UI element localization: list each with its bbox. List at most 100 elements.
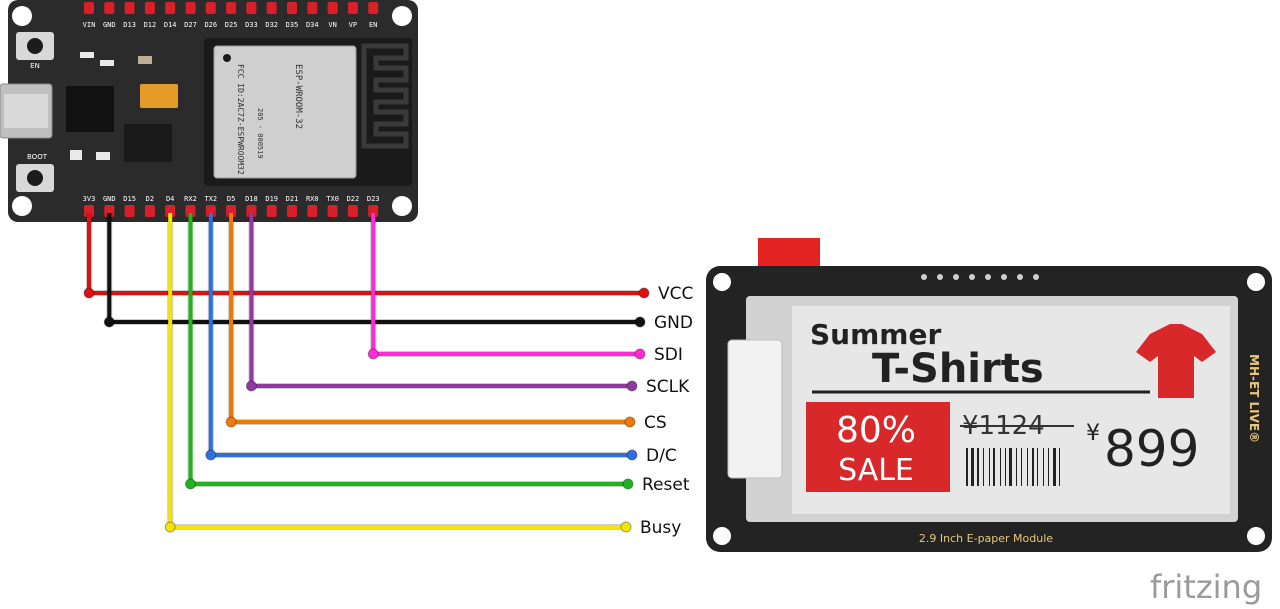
wire-gnd: GND	[103, 213, 693, 333]
tshirt-icon	[1136, 324, 1216, 398]
pin-bottom	[287, 205, 297, 217]
pin-label-bottom: D23	[367, 195, 380, 203]
wire-end	[624, 416, 636, 428]
wire-reset: Reset	[185, 213, 690, 495]
pin-top	[368, 2, 379, 14]
pin-label-bottom: RX0	[306, 195, 319, 203]
pin-top	[205, 2, 216, 14]
pin-top	[84, 2, 94, 14]
pin-top	[226, 2, 237, 14]
en-button-label: EN	[30, 62, 40, 70]
module-name: ESP-WROOM-32	[293, 64, 303, 129]
pin-label-bottom: D22	[347, 195, 360, 203]
pin-bottom	[165, 205, 176, 217]
pin-top	[124, 2, 135, 14]
wire-junction	[164, 521, 176, 533]
pin-bottom	[347, 205, 358, 217]
module-code: 205 - 000519	[256, 108, 264, 159]
pin-top	[165, 2, 176, 14]
pin-label-top: D27	[184, 21, 197, 29]
pin-top	[327, 2, 338, 14]
pin-label-top: D32	[265, 21, 278, 29]
sale-text: SALE	[838, 453, 914, 488]
pin-bottom	[124, 205, 135, 217]
pin-label-top: D13	[123, 21, 136, 29]
signal-label: Reset	[642, 475, 690, 495]
wire-end	[626, 380, 638, 392]
signal-label: SCLK	[646, 377, 690, 397]
pin-label-top: D33	[245, 21, 258, 29]
pin-label-top: D12	[144, 21, 157, 29]
new-price: 899	[1104, 420, 1199, 478]
pin-top	[266, 2, 277, 14]
capacitor	[140, 84, 178, 108]
pin-label-bottom: D2	[146, 195, 154, 203]
module-fcc: FCC ID:2AC7Z-ESPWROOM32	[236, 64, 245, 175]
pin-label-bottom: GND	[103, 195, 116, 203]
pin-top	[246, 2, 257, 14]
pin-label-bottom: D5	[227, 195, 235, 203]
signal-label: CS	[644, 413, 667, 433]
wire-end	[638, 287, 650, 299]
wire-busy: Busy	[164, 213, 681, 538]
brand-label: MH-ET LIVE®	[1247, 354, 1261, 443]
pin-bottom	[226, 205, 237, 217]
pin-top	[144, 2, 155, 14]
wire-end	[620, 521, 632, 533]
screen-line1: Summer	[810, 318, 941, 351]
wire-junction	[83, 287, 95, 299]
discount-text: 80%	[836, 410, 916, 451]
pin-label-top: VP	[349, 21, 357, 29]
pin-bottom	[307, 205, 318, 217]
pin-label-top: EN	[369, 21, 377, 29]
signal-label: GND	[654, 313, 693, 333]
signal-label: SDI	[654, 345, 683, 365]
pin-label-bottom: D18	[245, 195, 258, 203]
pin-top	[287, 2, 297, 14]
epaper-module: Summer T-Shirts 80% SALE ¥1124 ¥ 899 MH-…	[706, 238, 1272, 552]
pin-label-top: VN	[328, 21, 336, 29]
pin-label-top: D25	[225, 21, 238, 29]
wire-junction	[225, 416, 237, 428]
pin-label-top: VIN	[83, 21, 96, 29]
wire-dc: D/C	[205, 213, 677, 466]
pin-bottom	[205, 205, 216, 217]
pin-top	[307, 2, 318, 14]
pin-bottom	[144, 205, 155, 217]
wire-end	[634, 316, 646, 328]
wire-cs: CS	[225, 213, 667, 433]
boot-button-label: BOOT	[27, 153, 48, 161]
pin-bottom	[266, 205, 277, 217]
pin-label-bottom: 3V3	[83, 195, 96, 203]
screen-line2: T-Shirts	[872, 346, 1044, 392]
wire-sdi: SDI	[367, 213, 683, 365]
wire-end	[626, 449, 638, 461]
en-button: EN	[16, 32, 54, 70]
pin-label-bottom: TX0	[326, 195, 339, 203]
chip	[66, 86, 114, 132]
esp-wroom-32-module: ESP-WROOM-32 FCC ID:2AC7Z-ESPWROOM32 205…	[204, 38, 412, 186]
pin-bottom	[368, 205, 379, 217]
pin-top	[185, 2, 196, 14]
pin-top	[347, 2, 358, 14]
pin-label-bottom: RX2	[184, 195, 197, 203]
module-caption: 2.9 Inch E-paper Module	[919, 532, 1053, 545]
pin-label-bottom: D15	[123, 195, 136, 203]
wire-junction	[103, 316, 115, 328]
pin-label-bottom: D4	[166, 195, 174, 203]
discount-box	[806, 402, 950, 492]
signal-label: Busy	[640, 518, 681, 538]
header-pins	[921, 274, 1039, 280]
currency-symbol: ¥	[1086, 421, 1100, 446]
pin-label-bottom: D19	[265, 195, 278, 203]
wire-vcc: VCC	[83, 213, 693, 304]
signal-label: D/C	[646, 446, 677, 466]
wire-junction	[185, 478, 196, 490]
wire-end	[634, 348, 646, 360]
signal-label: VCC	[658, 284, 693, 304]
pin-label-bottom: TX2	[204, 195, 217, 203]
